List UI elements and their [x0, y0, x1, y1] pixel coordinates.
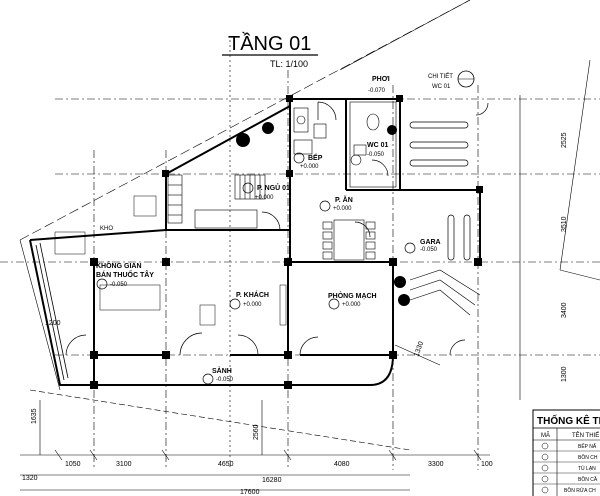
dim-bottom-1: 1050: [65, 461, 81, 468]
drawing-scale: TL: 1/100: [270, 59, 308, 69]
label-wc: WC 01: [367, 142, 389, 149]
level-phoi: -0.070: [368, 88, 386, 94]
dimension-lines: [20, 95, 521, 491]
dim-right-1: 2525: [561, 132, 568, 148]
dim-1200: 1200: [45, 320, 61, 327]
label-khach: P. KHÁCH: [236, 290, 269, 299]
dim-bottom-5: 3300: [428, 461, 444, 468]
label-kg-2: BÁN THUỐC TÂY: [96, 269, 154, 279]
dim-right-2: 3510: [561, 216, 568, 232]
dim-1635: 1635: [31, 408, 38, 424]
staircase: [167, 174, 266, 229]
label-an: P. ĂN: [335, 195, 353, 204]
label-mach: PHÒNG MẠCH: [328, 291, 377, 300]
level-wc: -0.050: [367, 152, 385, 158]
motorbikes: [409, 121, 471, 261]
label-phoi: PHƠI: [372, 76, 390, 83]
table-row-3: TỦ LẠN: [578, 465, 596, 472]
label-chitiet: CHI TIẾT: [428, 73, 453, 80]
label-bep: BẾP: [308, 152, 323, 162]
level-ngu: +0.000: [255, 195, 274, 201]
level-garage: -0.050: [420, 247, 438, 253]
level-bep: +0.000: [300, 164, 319, 170]
dim-2560: 2560: [253, 424, 260, 440]
dim-right-4: 1300: [561, 366, 568, 382]
table-col-ma: MÃ: [541, 432, 550, 439]
table-row-4: BỒN CẦ: [578, 476, 598, 483]
dim-bottom-4: 4080: [334, 461, 350, 468]
table-title: THỐNG KÊ TH: [537, 413, 600, 427]
columns: [90, 95, 483, 389]
dim-bottom-3: 4650: [218, 461, 234, 468]
dim-bottom-total2: 17600: [240, 489, 260, 496]
label-ngu: P. NGỦ 01: [257, 183, 290, 192]
dimension-labels: 1050 3100 4650 4080 3300 100 16280 17600…: [22, 132, 568, 496]
plants: [236, 122, 410, 306]
label-kho: KHO: [100, 226, 113, 232]
schedule-table: THỐNG KÊ TH MÃ TÊN THIẾ BẾP NẤ BỒN CH TỦ…: [532, 409, 600, 496]
level-sanh: -0.050: [216, 377, 234, 383]
label-garage: GARA: [420, 239, 441, 246]
table-row-1: BẾP NẤ: [578, 443, 597, 450]
table-row-2: BỒN CH: [578, 454, 598, 461]
label-chitiet-wc: WC 01: [432, 84, 451, 90]
dim-right-3: 3400: [561, 302, 568, 318]
doors: [65, 101, 489, 356]
room-labels: PHƠI -0.070 CHI TIẾT WC 01 WC 01 -0.050 …: [96, 70, 475, 385]
dim-bottom-6: 100: [481, 461, 493, 468]
table-col-ten: TÊN THIẾ: [572, 431, 599, 439]
grid-lines: [0, 40, 600, 470]
level-khach: +0.000: [243, 302, 262, 308]
dim-bottom-total: 16280: [262, 477, 282, 484]
label-kg-1: KHÔNG GIAN: [96, 261, 142, 270]
level-mach: +0.000: [342, 302, 361, 308]
drawing-title: TẦNG 01: [228, 32, 311, 55]
level-kg: -0.050: [110, 282, 128, 288]
table-row-5: BỒN RỬA CH: [564, 487, 596, 494]
dim-1330: 1330: [413, 341, 425, 358]
level-an: +0.000: [333, 206, 352, 212]
dim-left-1320: 1320: [22, 475, 38, 482]
dining-table: [322, 219, 376, 261]
garage-ramp: [409, 269, 481, 316]
label-sanh: SẢNH: [212, 366, 232, 375]
dim-bottom-2: 3100: [116, 461, 132, 468]
